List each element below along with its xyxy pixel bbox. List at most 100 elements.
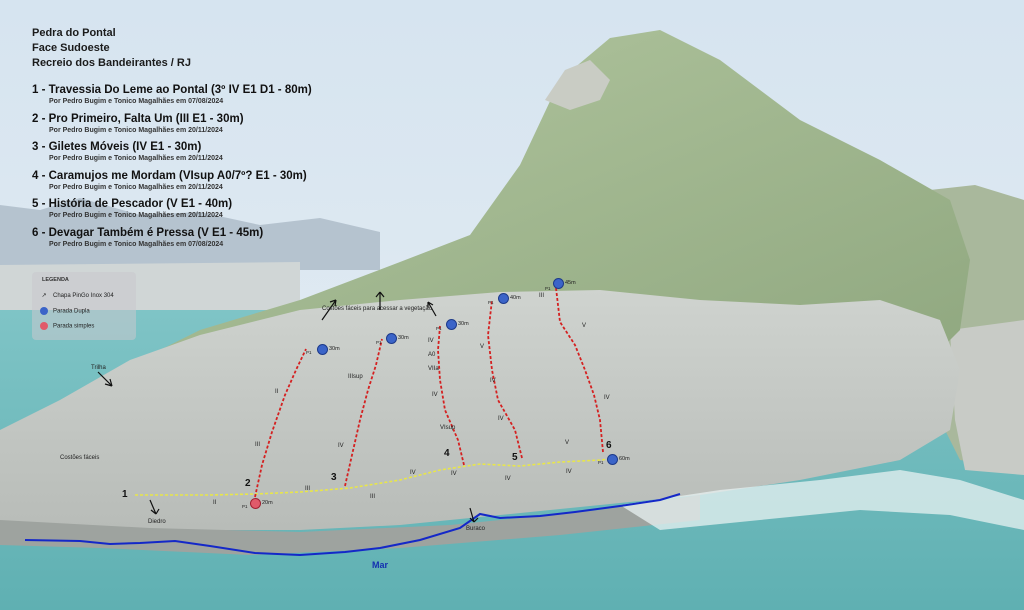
grade-label: IIIsup	[348, 374, 363, 380]
route-number-3: 3	[331, 472, 337, 483]
stop-label-route-1-single: 20m	[262, 500, 273, 506]
summit-rock	[545, 60, 610, 110]
bolt-mark: P1	[242, 504, 248, 509]
arrow-buraco	[469, 507, 479, 523]
bolt-mark: P1	[598, 460, 604, 465]
arrow-trilha	[97, 371, 113, 387]
right-headland-rock	[950, 320, 1024, 475]
route-number-6: 6	[606, 440, 612, 451]
stop-label-route-5: 40m	[510, 295, 521, 301]
label-mar: Mar	[372, 560, 389, 570]
bolt-mark: P1	[306, 350, 312, 355]
label-buraco: Buraco	[466, 526, 486, 532]
header-title: Pedra do Pontal	[32, 27, 116, 39]
grade-label: VIsup	[440, 425, 456, 431]
grade-label: IV	[490, 378, 496, 384]
grade-label: IV	[505, 476, 511, 482]
legend-bolt-label: Chapa PinGo Inox 304	[53, 293, 114, 299]
hill-vegetation	[120, 30, 970, 380]
label-diedro: Diedro	[148, 519, 166, 525]
grade-label: VIIa	[428, 366, 439, 372]
stop-route-1-end	[607, 454, 618, 465]
stop-route-6	[553, 278, 564, 289]
stop-label-route-2: 30m	[329, 346, 340, 352]
route-title-6: 6 - Devagar Também é Pressa (V E1 - 45m)	[32, 227, 264, 239]
arrow-route-4-exit	[427, 301, 437, 317]
route-number-1: 1	[122, 489, 128, 500]
arrow-diedro	[149, 499, 160, 515]
grade-label: III	[370, 494, 376, 500]
grade-label: V	[480, 344, 485, 350]
stop-route-4	[446, 319, 457, 330]
grade-label: IV	[432, 392, 438, 398]
legend-bolt: ↗ Chapa PinGo Inox 304	[40, 292, 114, 299]
route-credit-1: Por Pedro Bugim e Tonico Magalhães em 07…	[49, 98, 224, 105]
stop-label-route-1-end: 60m	[619, 456, 630, 462]
route-number-5: 5	[512, 452, 518, 463]
grade-label: V	[565, 440, 570, 446]
bolt-mark: P1	[488, 300, 494, 305]
route-credit-4: Por Pedro Bugim e Tonico Magalhães em 20…	[49, 184, 223, 191]
label-costoes-faceis: Costões fáceis	[60, 455, 100, 461]
grade-label: A0	[428, 352, 436, 358]
route-line-3	[344, 338, 383, 487]
stop-route-1-single	[250, 498, 261, 509]
route-line-6	[555, 287, 604, 453]
double-stop-icon	[40, 307, 48, 315]
route-number-4: 4	[444, 448, 450, 459]
route-credit-6: Por Pedro Bugim e Tonico Magalhães em 07…	[49, 241, 224, 248]
grade-label: II	[213, 500, 217, 506]
grade-label: IV	[451, 471, 457, 477]
route-title-3: 3 - Giletes Móveis (IV E1 - 30m)	[32, 141, 202, 153]
route-title-5: 5 - História de Pescador (V E1 - 40m)	[32, 198, 233, 210]
arrow-route-3-exit	[375, 291, 385, 310]
route-number-2: 2	[245, 478, 251, 489]
route-title-1: 1 - Travessia Do Leme ao Pontal (3º IV E…	[32, 84, 312, 96]
arrow-route-2-exit	[321, 299, 337, 321]
stop-route-5	[498, 293, 509, 304]
traverse-line-route-1	[135, 458, 611, 496]
route-line-2	[254, 348, 307, 498]
route-title-4: 4 - Caramujos me Mordam (VIsup A0/7º? E1…	[32, 170, 307, 182]
grade-label: III	[255, 442, 261, 448]
route-credit-3: Por Pedro Bugim e Tonico Magalhães em 20…	[49, 155, 223, 162]
arrows	[97, 291, 479, 523]
label-trilha: Trilha	[91, 365, 106, 371]
legend-single-label: Parada simples	[53, 323, 95, 330]
route-line-5	[487, 299, 523, 459]
grade-label: V	[582, 323, 587, 329]
distant-mountains	[0, 198, 380, 270]
legend-title: LEGENDA	[42, 277, 69, 283]
grade-label: II	[275, 389, 279, 395]
surf-foam	[620, 470, 1024, 530]
grade-label: IV	[338, 443, 344, 449]
grade-label: IV	[604, 395, 610, 401]
stop-label-route-6: 45m	[565, 280, 576, 286]
grade-label: IV	[410, 470, 416, 476]
grade-label: IV	[498, 416, 504, 422]
rock-face	[0, 290, 960, 530]
bolt-mark: P1	[436, 326, 442, 331]
legend-double: Parada Dupla	[40, 307, 90, 315]
grade-label: III	[539, 293, 545, 299]
header-face: Face Sudoeste	[32, 42, 110, 54]
route-title-2: 2 - Pro Primeiro, Falta Um (III E1 - 30m…	[32, 113, 244, 125]
single-stop-icon	[40, 322, 48, 330]
stop-route-3	[386, 333, 397, 344]
grade-label: III	[305, 486, 311, 492]
stop-label-route-3: 30m	[398, 335, 409, 341]
stop-route-2	[317, 344, 328, 355]
bolt-icon: ↗	[41, 293, 47, 299]
route-credit-2: Por Pedro Bugim e Tonico Magalhães em 20…	[49, 127, 223, 134]
route-credit-5: Por Pedro Bugim e Tonico Magalhães em 20…	[49, 212, 223, 219]
label-costoes-vegetacao: Costões fáceis para acessar a vegetação	[322, 306, 433, 312]
legend-box: LEGENDA ↗ Chapa PinGo Inox 304 Parada Dup…	[32, 272, 136, 340]
bolt-mark: P1	[545, 286, 551, 291]
grade-label: IV	[566, 469, 572, 475]
header-location: Recreio dos Bandeirantes / RJ	[32, 57, 191, 69]
legend-single: Parada simples	[40, 322, 94, 330]
legend-double-label: Parada Dupla	[53, 308, 90, 315]
route-line-4	[437, 325, 465, 466]
